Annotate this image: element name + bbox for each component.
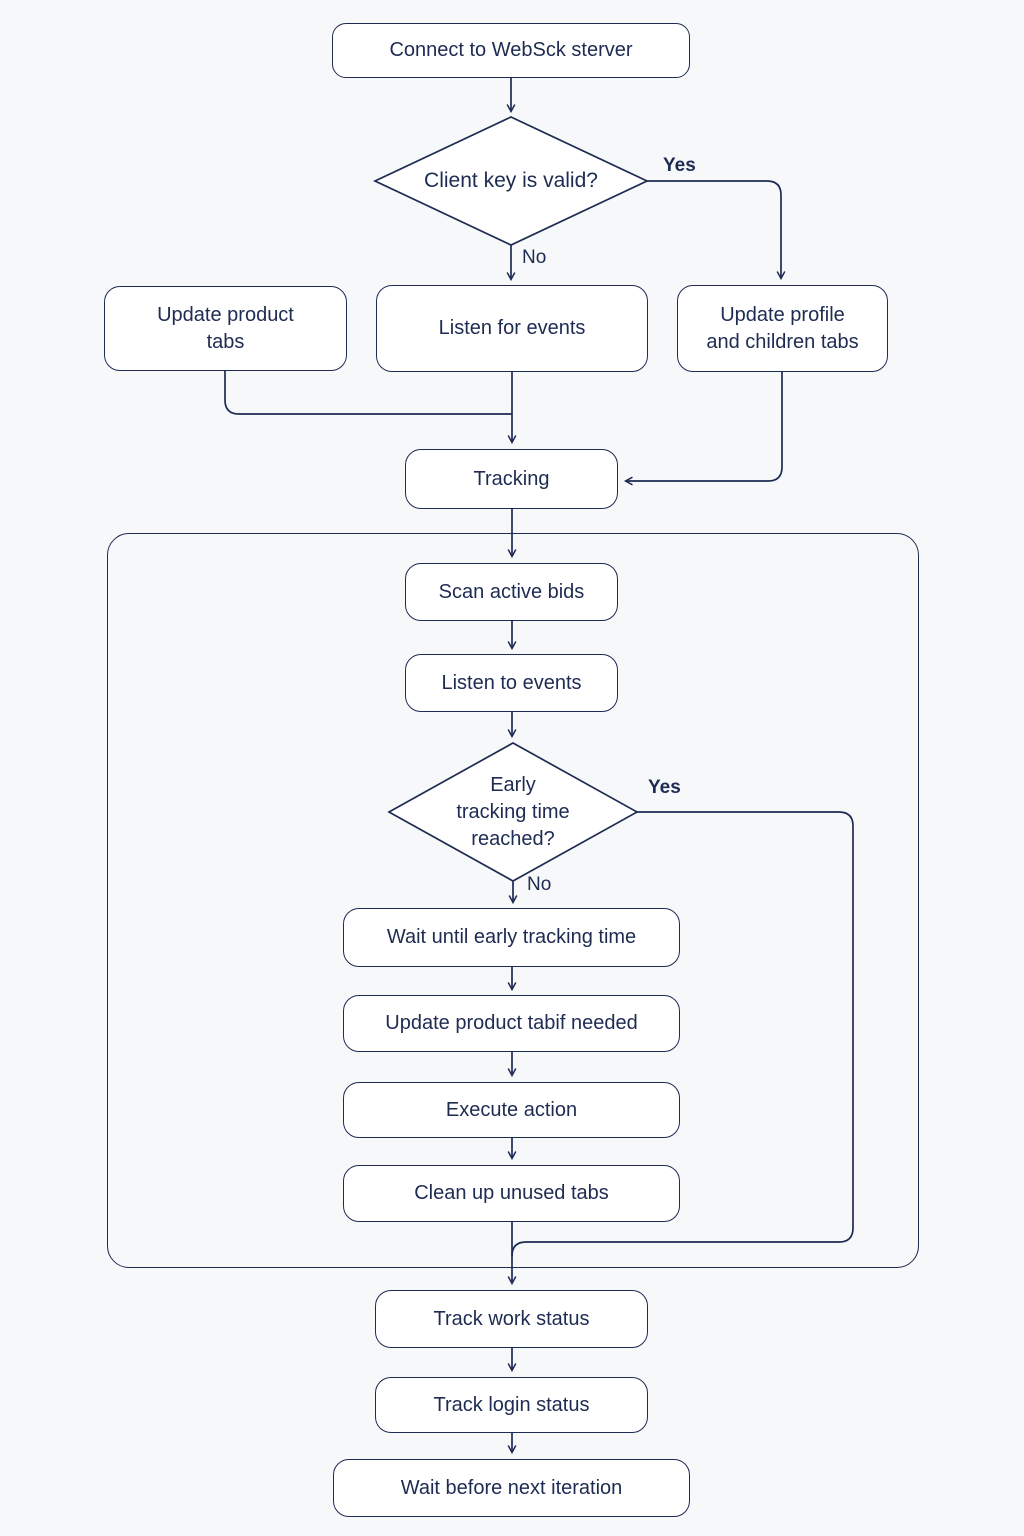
node-update-product-tabs-line2: tabs — [206, 330, 245, 353]
node-connect-server-label: Connect to WebSck sterver — [389, 39, 633, 62]
decision-early-tracking-line2: tracking time — [456, 800, 570, 823]
decision-client-key-label: Client key is valid? — [391, 150, 631, 212]
decision-early-tracking-diamond — [387, 742, 639, 882]
node-scan-active-bids-label: Scan active bids — [438, 580, 585, 603]
node-execute-action: Execute action — [343, 1082, 680, 1138]
node-tracking: Tracking — [405, 449, 618, 509]
node-update-product-tabs: Update product tabs — [104, 286, 347, 371]
node-listen-for-events: Listen for events — [376, 285, 648, 372]
node-update-profile-line2: and children tabs — [706, 330, 859, 353]
node-execute-action-label: Execute action — [445, 1098, 578, 1121]
decision-early-tracking-label: Early tracking time reached? — [413, 762, 613, 862]
node-wait-before-next-iteration: Wait before next iteration — [333, 1459, 690, 1517]
decision-early-tracking-line3: reached? — [471, 827, 555, 850]
node-track-work-status: Track work status — [375, 1290, 648, 1348]
node-update-product-tabs-line1: Update product — [157, 304, 294, 327]
node-tracking-label: Tracking — [473, 467, 550, 490]
node-wait-until-early-tracking-label: Wait until early tracking time — [386, 926, 637, 949]
node-listen-for-events-label: Listen for events — [438, 317, 586, 340]
node-connect-server: Connect to WebSck sterver — [332, 23, 690, 78]
node-scan-active-bids: Scan active bids — [405, 563, 618, 621]
edge-update-product-tabs-join — [224, 371, 512, 415]
edge-update-profile-to-tracking — [623, 372, 783, 486]
edge-label-early-tracking-no: No — [527, 874, 552, 895]
node-listen-to-events: Listen to events — [405, 654, 618, 712]
decision-client-key-text: Client key is valid? — [424, 168, 598, 192]
edge-label-client-key-no: No — [522, 247, 547, 268]
edge-label-early-tracking-yes: Yes — [648, 777, 681, 798]
node-clean-up-unused-tabs: Clean up unused tabs — [343, 1165, 680, 1222]
decision-client-key-diamond — [373, 116, 649, 246]
edge-decision2-yes-loop — [511, 811, 854, 1257]
node-track-work-status-label: Track work status — [433, 1307, 590, 1330]
edge-decision-yes-to-update-profile — [647, 180, 786, 281]
node-update-profile-line1: Update profile — [720, 304, 845, 327]
decision-early-tracking-line1: Early — [490, 773, 536, 796]
node-track-login-status-label: Track login status — [433, 1393, 590, 1416]
edge-label-client-key-yes: Yes — [663, 155, 696, 176]
node-listen-to-events-label: Listen to events — [441, 671, 582, 694]
node-clean-up-unused-tabs-label: Clean up unused tabs — [414, 1182, 609, 1205]
node-track-login-status: Track login status — [375, 1377, 648, 1433]
node-wait-until-early-tracking: Wait until early tracking time — [343, 908, 680, 967]
node-update-profile: Update profile and children tabs — [677, 285, 888, 372]
node-update-product-tab-if-needed-label: Update product tabif needed — [385, 1012, 638, 1035]
node-wait-before-next-iteration-label: Wait before next iteration — [400, 1476, 623, 1499]
node-update-product-tab-if-needed: Update product tabif needed — [343, 995, 680, 1052]
loop-container-frame — [107, 533, 919, 1268]
